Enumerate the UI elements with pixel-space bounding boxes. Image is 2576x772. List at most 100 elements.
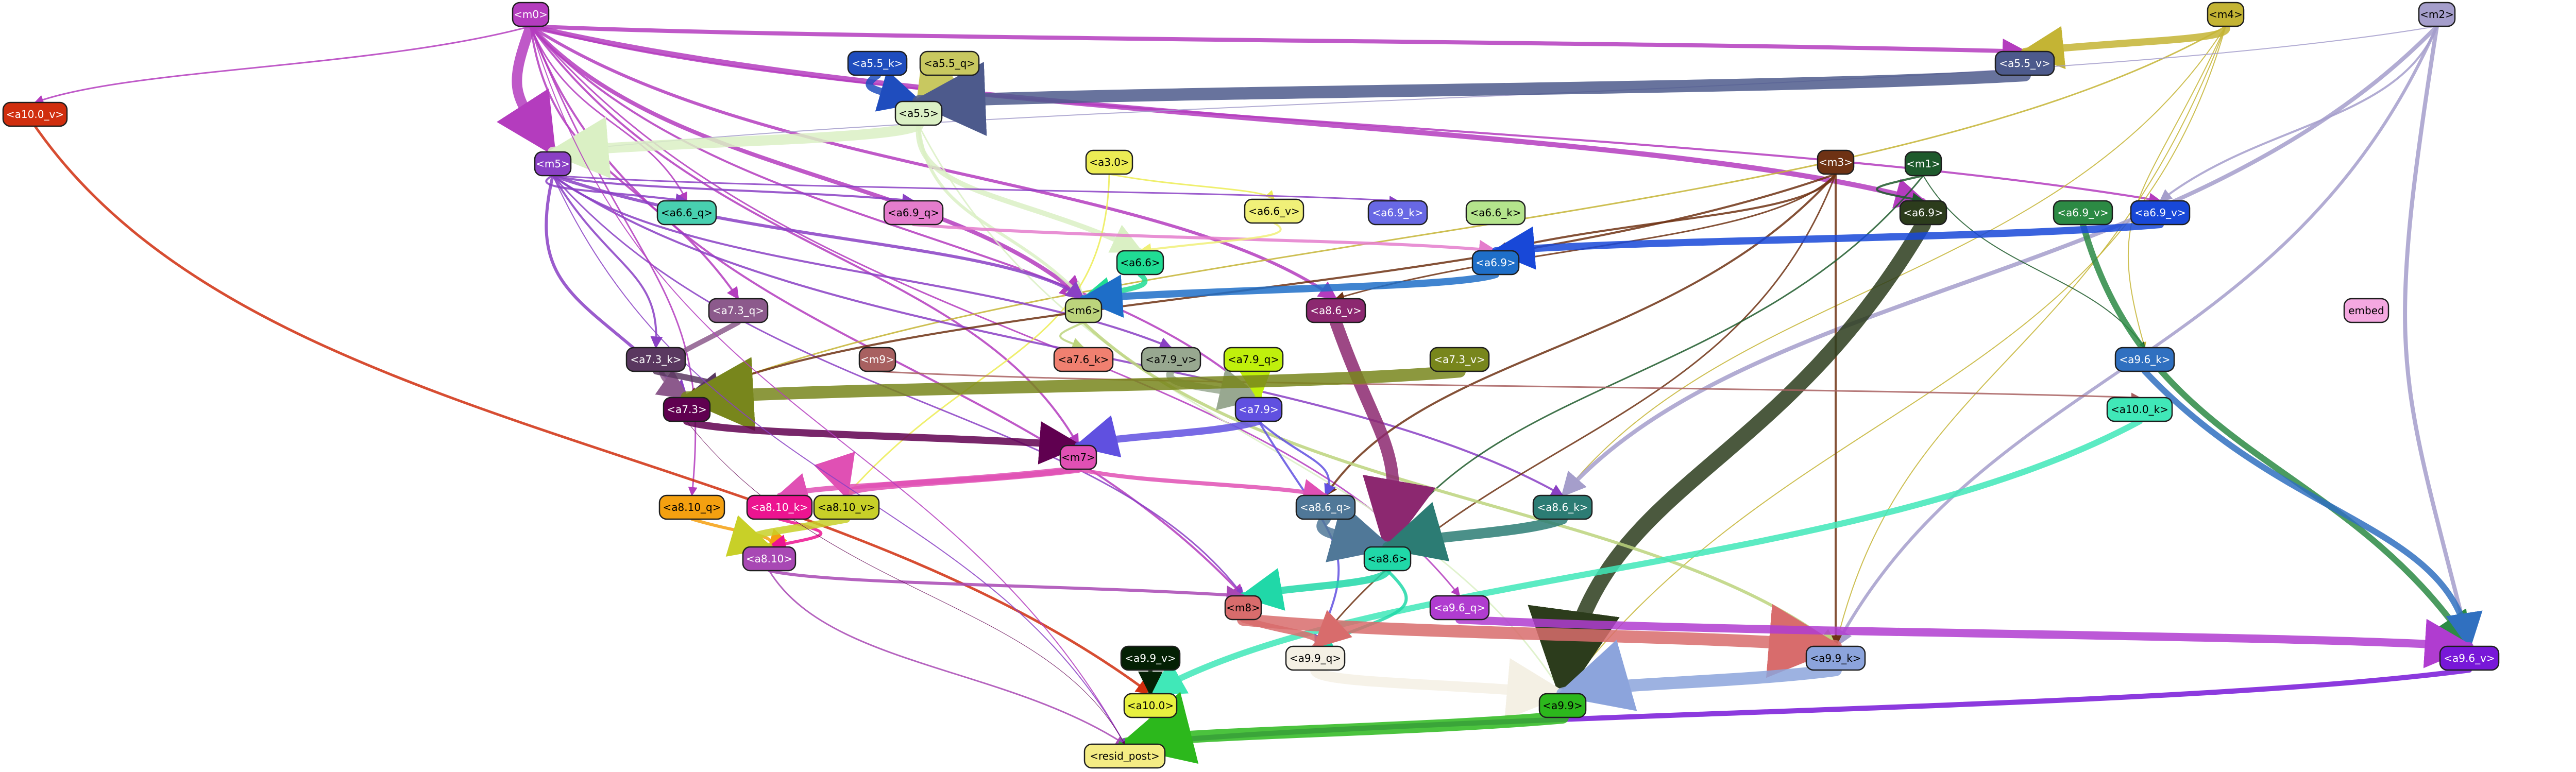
node-a10-0-v[interactable]: <a10.0_v> — [2, 101, 68, 127]
node-a8-6-q[interactable]: <a8.6_q> — [1295, 494, 1356, 520]
node-a7-3[interactable]: <a7.3> — [663, 397, 711, 422]
node-a8-6[interactable]: <a8.6> — [1363, 546, 1412, 572]
node-m6[interactable]: <m6> — [1064, 298, 1103, 323]
node-a6-9-v-b[interactable]: <a6.9_v> — [2130, 200, 2191, 226]
node-label: <m8> — [1226, 602, 1260, 614]
node-label: <m5> — [536, 158, 570, 170]
edge-a8_10_v-to-a8_10 — [725, 515, 850, 557]
node-a7-9-v[interactable]: <a7.9_v> — [1141, 347, 1201, 372]
edge-a9_9_k-to-a9_9 — [1555, 640, 1842, 711]
node-a10-0-k[interactable]: <a10.0_k> — [2106, 397, 2173, 422]
node-box — [1805, 645, 1866, 671]
node-box — [1465, 200, 1526, 226]
node-m3[interactable]: <m3> — [1817, 149, 1855, 175]
edge-a6_6_v-to-a6_6 — [1139, 222, 1282, 256]
edge-a9_6_q-to-a9_6_v — [1455, 615, 2475, 668]
node-m0[interactable]: <m0> — [512, 2, 550, 27]
edge-m0-to-a8_6_v — [529, 25, 1337, 300]
node-m2[interactable]: <m2> — [2418, 2, 2456, 27]
edge-m2-to-a6_9_v_b — [2159, 25, 2438, 202]
node-a3-0[interactable]: <a3.0> — [1085, 149, 1133, 175]
edge-m1-to-a6_9 — [1876, 175, 1925, 205]
node-label: <m2> — [2420, 8, 2454, 21]
node-a6-6-q[interactable]: <a6.6_q> — [656, 200, 717, 226]
edge-a9_9_q-to-a9_9 — [1310, 658, 1569, 720]
node-label: <m6> — [1066, 304, 1100, 317]
node-a8-10-k[interactable]: <a8.10_k> — [746, 494, 813, 520]
node-a7-3-k[interactable]: <a7.3_k> — [625, 347, 686, 372]
node-box — [1817, 149, 1855, 175]
node-a7-9[interactable]: <a7.9> — [1234, 397, 1283, 422]
node-box — [847, 50, 908, 76]
edge-m0-to-a7_9 — [530, 25, 1260, 399]
node-label: <a7.9_v> — [1145, 353, 1196, 366]
edge-a6_9_v_g-to-a9_6_v — [2080, 221, 2472, 649]
node-m4[interactable]: <m4> — [2207, 2, 2245, 27]
node-m5[interactable]: <m5> — [534, 151, 572, 177]
node-a6-9-q[interactable]: <a6.9_q> — [883, 200, 944, 226]
node-a9-9[interactable]: <a9.9> — [1538, 693, 1587, 718]
node-a9-9-k[interactable]: <a9.9_k> — [1805, 645, 1866, 671]
node-a5-5-q[interactable]: <a5.5_q> — [919, 50, 980, 76]
node-box — [2207, 2, 2245, 27]
edge-a5_5_k-to-a5_5 — [866, 70, 923, 112]
node-label: <a9.6_k> — [2119, 353, 2170, 366]
node-a5-5[interactable]: <a5.5> — [894, 100, 943, 126]
edge-a8_6-to-m8 — [1239, 567, 1391, 611]
node-a8-6-k[interactable]: <a8.6_k> — [1532, 494, 1593, 520]
node-a7-3-v[interactable]: <a7.3_v> — [1429, 347, 1490, 372]
edge-a7_3-to-resid_post — [686, 421, 1125, 745]
node-a6-6[interactable]: <a6.6> — [1116, 250, 1164, 276]
node-a6-9-k[interactable]: <a6.9_k> — [1367, 200, 1428, 226]
node-a6-9[interactable]: <a6.9> — [1899, 200, 1947, 226]
node-a9-6-v[interactable]: <a9.6_v> — [2439, 645, 2500, 671]
node-a10-0[interactable]: <a10.0> — [1123, 693, 1178, 718]
node-m9[interactable]: <m9> — [858, 347, 896, 372]
node-a6-9-v-g[interactable]: <a6.9_v> — [2053, 200, 2113, 226]
node-a5-5-k[interactable]: <a5.5_k> — [847, 50, 908, 76]
node-a7-6-k[interactable]: <a7.6_k> — [1053, 347, 1114, 372]
edge-m5-to-a6_9_k — [552, 175, 1399, 205]
node-label: <a6.9_q> — [888, 207, 939, 219]
edge-a7_3-to-m7 — [683, 418, 1083, 465]
node-label: <a9.6_q> — [1434, 602, 1485, 614]
node-label: <a9.9_k> — [1810, 652, 1861, 664]
node-a8-10-v[interactable]: <a8.10_v> — [813, 494, 880, 520]
node-box — [656, 200, 717, 226]
node-label: <a8.6_k> — [1537, 501, 1588, 513]
node-box — [1064, 298, 1103, 323]
node-box — [1059, 444, 1097, 470]
edge-m1-to-a8_6 — [1386, 175, 1924, 548]
edge-a7_9-to-a8_6_q — [1258, 420, 1336, 497]
node-a9-6-q[interactable]: <a9.6_q> — [1429, 595, 1490, 621]
node-box — [625, 347, 686, 372]
node-a9-9-q[interactable]: <a9.9_q> — [1285, 645, 1346, 671]
node-m8[interactable]: <m8> — [1224, 595, 1262, 621]
node-embed[interactable]: embed — [2343, 298, 2389, 323]
node-a8-6-v[interactable]: <a8.6_v> — [1306, 298, 1366, 323]
node-label: <a5.5_q> — [924, 57, 975, 70]
node-a6-6-k[interactable]: <a6.6_k> — [1465, 200, 1526, 226]
node-label: <a6.9_k> — [1372, 207, 1423, 219]
edge-m0-to-m5 — [497, 21, 558, 158]
node-label: <a6.9> — [1476, 256, 1516, 269]
node-a7-9-q[interactable]: <a7.9_q> — [1223, 347, 1284, 372]
edge-a5_5-to-m5 — [547, 116, 924, 179]
node-a8-10[interactable]: <a8.10> — [742, 546, 796, 572]
node-a6-6-v[interactable]: <a6.6_v> — [1244, 198, 1304, 224]
node-a9-9-v[interactable]: <a9.9_v> — [1120, 645, 1181, 671]
edge-m7-to-a8_6_q — [1076, 467, 1328, 504]
node-m1[interactable]: <m1> — [1904, 151, 1942, 177]
node-label: <a7.3_k> — [630, 353, 681, 366]
node-a5-5-v[interactable]: <a5.5_v> — [1994, 50, 2055, 76]
node-box — [708, 298, 769, 323]
node-a6-9b[interactable]: <a6.9> — [1471, 250, 1520, 276]
edge-a7_3_v-to-a7_3 — [679, 357, 1466, 432]
node-a9-6-k[interactable]: <a9.6_k> — [2114, 347, 2175, 372]
node-a8-10-q[interactable]: <a8.10_q> — [658, 494, 725, 520]
node-a7-3-q[interactable]: <a7.3_q> — [708, 298, 769, 323]
edge-a8_10-to-m8 — [768, 569, 1245, 604]
node-resid-post[interactable]: <resid_post> — [1083, 743, 1166, 769]
node-m7[interactable]: <m7> — [1059, 444, 1097, 470]
node-label: <m4> — [2209, 8, 2243, 21]
